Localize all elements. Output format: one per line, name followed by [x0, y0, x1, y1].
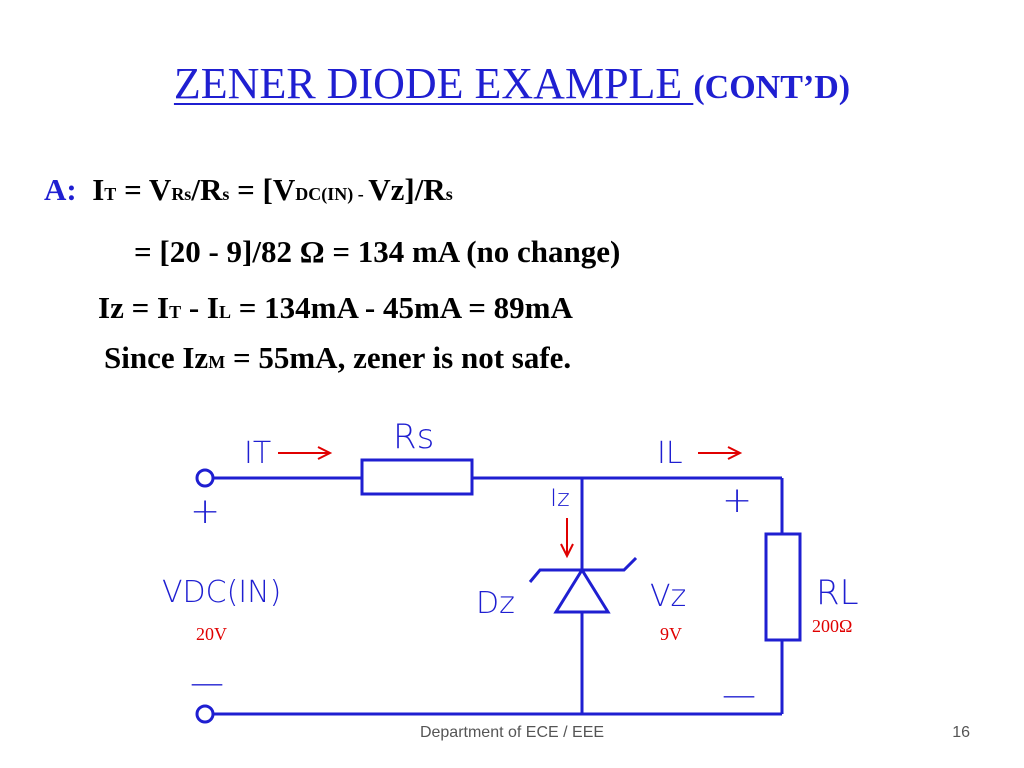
label-vdc: VDC(IN) [162, 575, 281, 610]
arrow-it-head [317, 446, 333, 460]
equation-line-1: A: IT = VRs/Rs = [VDC(IN) - Vz]/Rs [44, 172, 453, 208]
eq3-minus: - I [181, 290, 219, 325]
eq4-since: Since Iz [104, 340, 209, 375]
eq3-l-sub: L [218, 302, 231, 322]
eq1-slashr: /R [191, 172, 223, 207]
input-terminal-top [195, 468, 215, 488]
input-terminal-bottom [195, 704, 215, 724]
label-it: IT [244, 436, 271, 471]
eq4-rest: = 55mA, zener is not safe. [225, 340, 572, 375]
label-rs: Rs [393, 417, 434, 457]
label-vz: Vz [650, 579, 686, 614]
resistor-rs [360, 458, 474, 496]
value-vz: 9V [660, 624, 682, 644]
resistor-rl [764, 532, 802, 642]
zener-diode-triangle [553, 567, 611, 614]
label-minus-left: — [190, 663, 224, 703]
answer-label: A: [44, 172, 77, 207]
zener-diode-bar [528, 556, 638, 583]
eq1-dcin-sub: DC(IN) [295, 184, 354, 204]
label-dz: Dz [476, 586, 515, 621]
eq1-dash: - [353, 184, 369, 204]
equation-line-3: Iz = IT - IL = 134mA - 45mA = 89mA [98, 290, 573, 326]
eq1-bracket: = [V [229, 172, 296, 207]
arrow-il-head [727, 446, 743, 460]
title-cont: (CONT’D) [693, 69, 851, 106]
label-plus-right: + [722, 480, 752, 521]
eq3-iz: Iz = I [98, 290, 170, 325]
label-iz: Iz [550, 484, 570, 512]
label-minus-right: — [722, 675, 756, 715]
eq1-i: I [92, 172, 105, 207]
value-vdc: 20V [196, 624, 227, 644]
eq1-s-sub1: s [222, 184, 230, 204]
label-rl: RL [816, 573, 859, 613]
eq4-m-sub: M [208, 352, 226, 372]
eq1-s-sub2: s [445, 184, 453, 204]
eq1-t-sub: T [104, 184, 117, 204]
equation-line-4: Since IzM = 55mA, zener is not safe. [104, 340, 571, 376]
eq1-close: ]/R [404, 172, 446, 207]
value-rl: 200Ω [812, 616, 852, 636]
eq3-t-sub: T [169, 302, 182, 322]
page-number: 16 [952, 724, 970, 741]
eq1-vz: Vz [368, 172, 405, 207]
label-il: IL [657, 436, 683, 471]
slide-title: ZENER DIODE EXAMPLE (CONT’D) [0, 58, 1024, 109]
label-plus-left: + [190, 491, 220, 532]
arrow-iz-head [560, 543, 574, 559]
footer-department: Department of ECE / EEE [419, 724, 605, 741]
eq1-rs-sub: Rs [171, 184, 192, 204]
equation-line-2: = [20 - 9]/82 Ω = 134 mA (no change) [134, 234, 621, 269]
eq1-eqv: = V [116, 172, 172, 207]
eq3-rest: = 134mA - 45mA = 89mA [230, 290, 573, 325]
title-main: ZENER DIODE EXAMPLE [173, 59, 694, 108]
